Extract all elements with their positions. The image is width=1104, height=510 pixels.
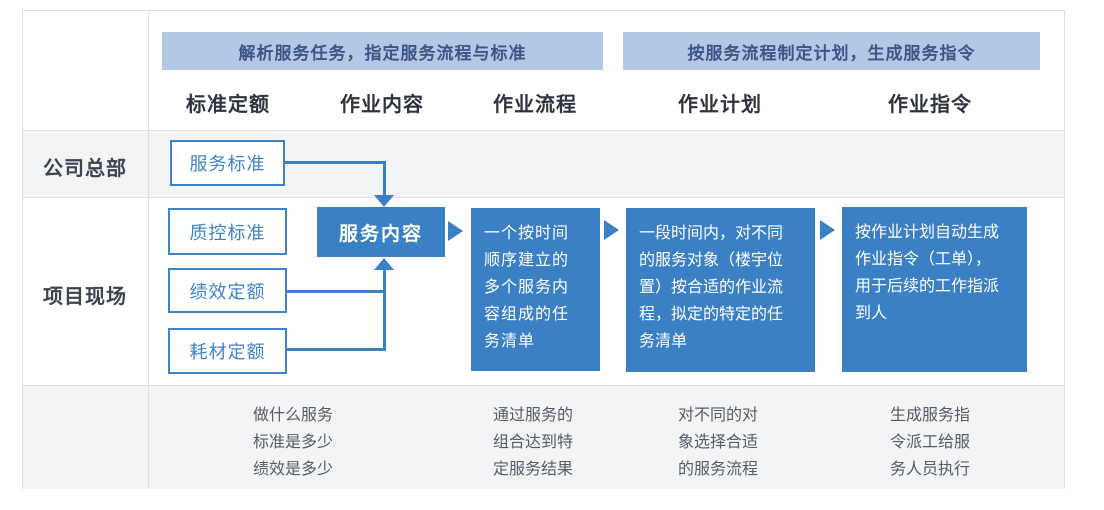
- box-service-standard: 服务标准: [170, 140, 285, 186]
- note-line: 令派工给服: [889, 434, 971, 451]
- note-line: 象选择合适: [677, 434, 759, 451]
- note-line: 绩效是多少: [252, 461, 334, 478]
- column-header-work-order: 作业指令: [888, 94, 972, 116]
- box-text-line: 多个服务内: [484, 279, 570, 296]
- box-text-line: 按作业计划自动生成: [855, 224, 1000, 241]
- arrow-up-icon: [374, 258, 394, 270]
- column-header-work-content: 作业内容: [340, 94, 424, 116]
- box-consumable-quota: 耗材定额: [168, 328, 287, 374]
- note-work-process: 通过服务的 组合达到特 定服务结果: [493, 402, 573, 483]
- box-text-line: 的服务对象（楼宇位: [639, 252, 784, 269]
- note-work-plan: 对不同的对 象选择合适 的服务流程: [678, 402, 758, 483]
- column-header-standard-quota: 标准定额: [186, 94, 270, 116]
- box-text-line: 置）按合适的作业流: [639, 279, 784, 296]
- box-text-line: 用于后续的工作指派: [855, 278, 1000, 295]
- box-text-line: 程，拟定的特定的任: [639, 306, 784, 323]
- row-notes-background: [23, 386, 1064, 489]
- box-text-line: 容组成的任: [484, 306, 570, 323]
- note-line: 对不同的对: [677, 407, 759, 424]
- box-text-line: 务清单: [639, 333, 688, 350]
- box-work-plan-description: 一段时间内，对不同 的服务对象（楼宇位 置）按合适的作业流 程，拟定的特定的任 …: [626, 208, 815, 372]
- box-work-process-description: 一个按时间 顺序建立的 多个服务内 容组成的任 务清单: [471, 208, 600, 371]
- box-performance-quota: 绩效定额: [168, 268, 287, 313]
- connector-line: [383, 269, 386, 351]
- box-text-line: 作业指令（工单），: [855, 251, 992, 268]
- note-line: 生成服务指: [889, 407, 971, 424]
- note-line: 定服务结果: [492, 461, 574, 478]
- connector-line: [285, 161, 386, 164]
- box-work-order-description: 按作业计划自动生成 作业指令（工单）， 用于后续的工作指派 到人: [842, 207, 1027, 372]
- grid-line-horizontal: [23, 130, 1064, 131]
- box-text-line: 到人: [855, 305, 888, 322]
- connector-line: [287, 348, 386, 351]
- column-header-work-plan: 作业计划: [678, 94, 762, 116]
- banner-parse-service-tasks: 解析服务任务，指定服务流程与标准: [162, 32, 603, 70]
- arrow-right-icon: [820, 220, 835, 240]
- arrow-right-icon: [448, 221, 463, 241]
- note-line: 务人员执行: [889, 461, 971, 478]
- box-text-line: 顺序建立的: [484, 252, 570, 269]
- connector-line: [383, 161, 386, 197]
- note-standard-quota: 做什么服务 标准是多少 绩效是多少: [253, 402, 333, 483]
- column-header-work-process: 作业流程: [493, 94, 577, 116]
- note-line: 标准是多少: [252, 434, 334, 451]
- box-service-content: 服务内容: [317, 207, 445, 257]
- arrow-down-icon: [374, 195, 394, 207]
- note-line: 组合达到特: [492, 434, 574, 451]
- note-line: 做什么服务: [252, 407, 334, 424]
- box-text-line: 一段时间内，对不同: [639, 225, 784, 242]
- box-qc-standard: 质控标准: [168, 208, 287, 255]
- box-text-line: 一个按时间: [484, 225, 570, 242]
- note-line: 的服务流程: [677, 461, 759, 478]
- row-label-project-site: 项目现场: [43, 286, 127, 308]
- box-text-line: 务清单: [484, 333, 536, 350]
- grid-line-horizontal: [23, 197, 1064, 198]
- arrow-right-icon: [604, 220, 619, 240]
- grid-line-vertical: [148, 11, 149, 489]
- note-line: 通过服务的: [492, 407, 574, 424]
- row-label-headquarters: 公司总部: [43, 158, 127, 180]
- banner-make-plan-generate-orders: 按服务流程制定计划，生成服务指令: [623, 32, 1040, 70]
- note-work-order: 生成服务指 令派工给服 务人员执行: [890, 402, 970, 483]
- connector-line: [287, 290, 386, 293]
- grid-line-horizontal: [23, 385, 1064, 386]
